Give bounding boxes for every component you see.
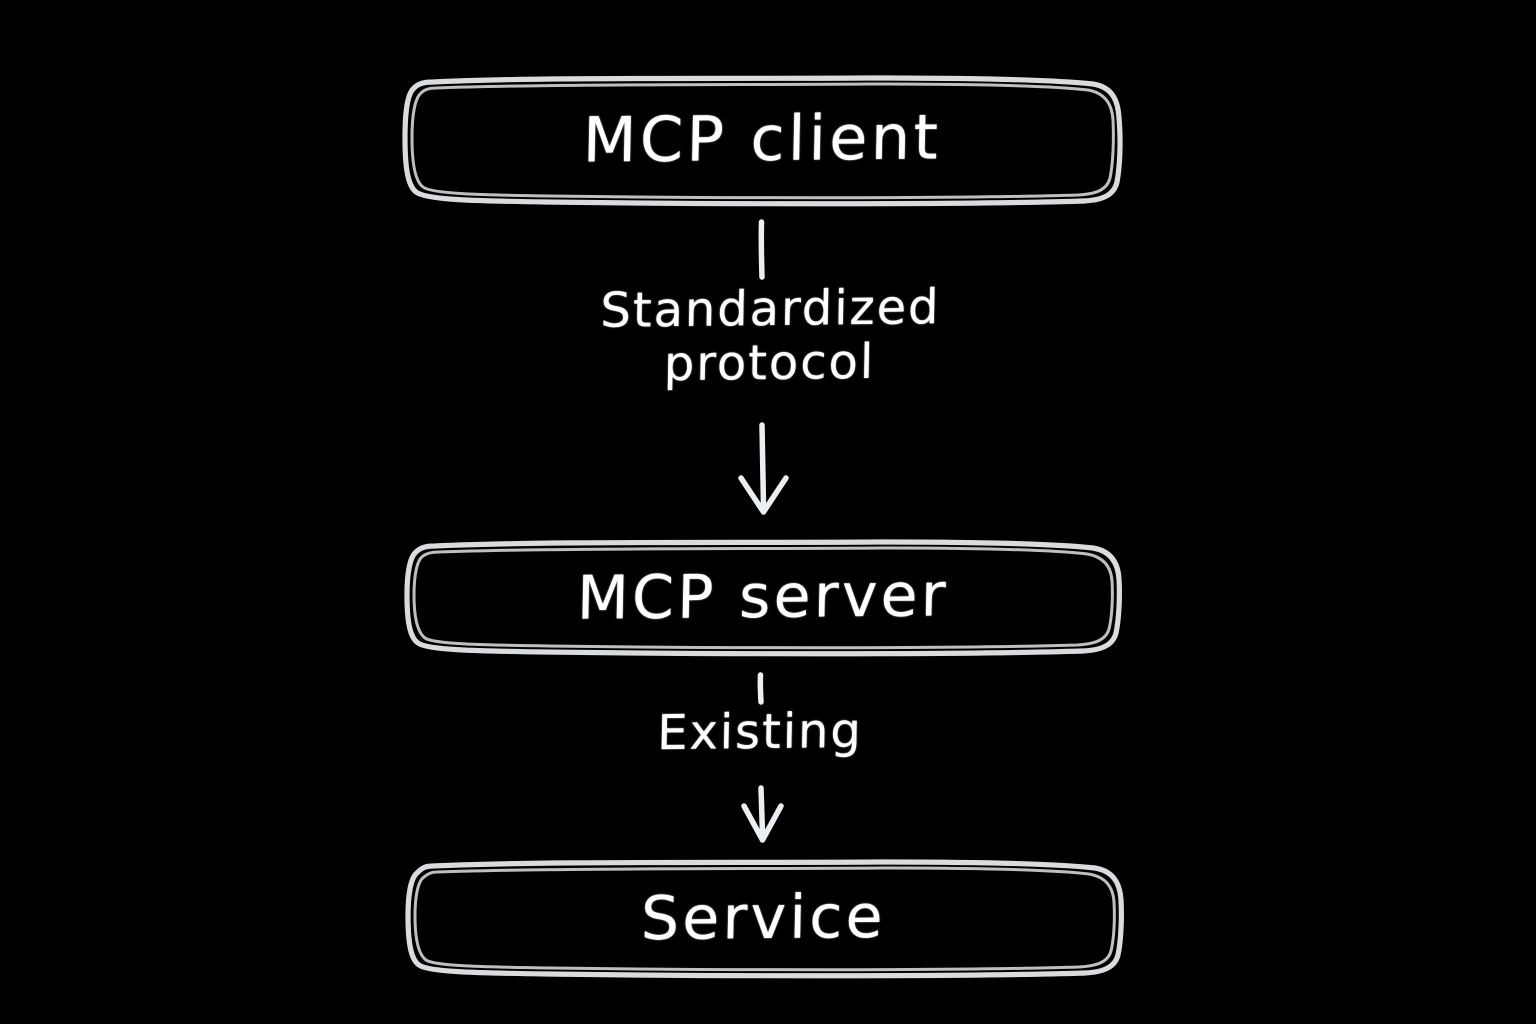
edge-shaft-line — [759, 422, 767, 509]
node-mcp-server-label: MCP server — [575, 560, 950, 634]
node-mcp-client[interactable]: MCP client — [402, 75, 1123, 207]
node-mcp-server[interactable]: MCP server — [404, 539, 1122, 657]
node-service-label: Service — [640, 881, 887, 955]
arrowhead-icon — [741, 803, 784, 843]
edge-shaft-line — [758, 785, 766, 837]
edge-label-existing: Existing — [656, 702, 864, 762]
node-mcp-client-label: MCP client — [582, 100, 942, 177]
arrowhead-icon — [738, 475, 789, 515]
edge-stub-line — [758, 219, 765, 280]
edge-stub-line — [757, 672, 764, 705]
node-service[interactable]: Service — [405, 859, 1124, 979]
edge-label-standardized-protocol: Standardized protocol — [599, 279, 941, 393]
